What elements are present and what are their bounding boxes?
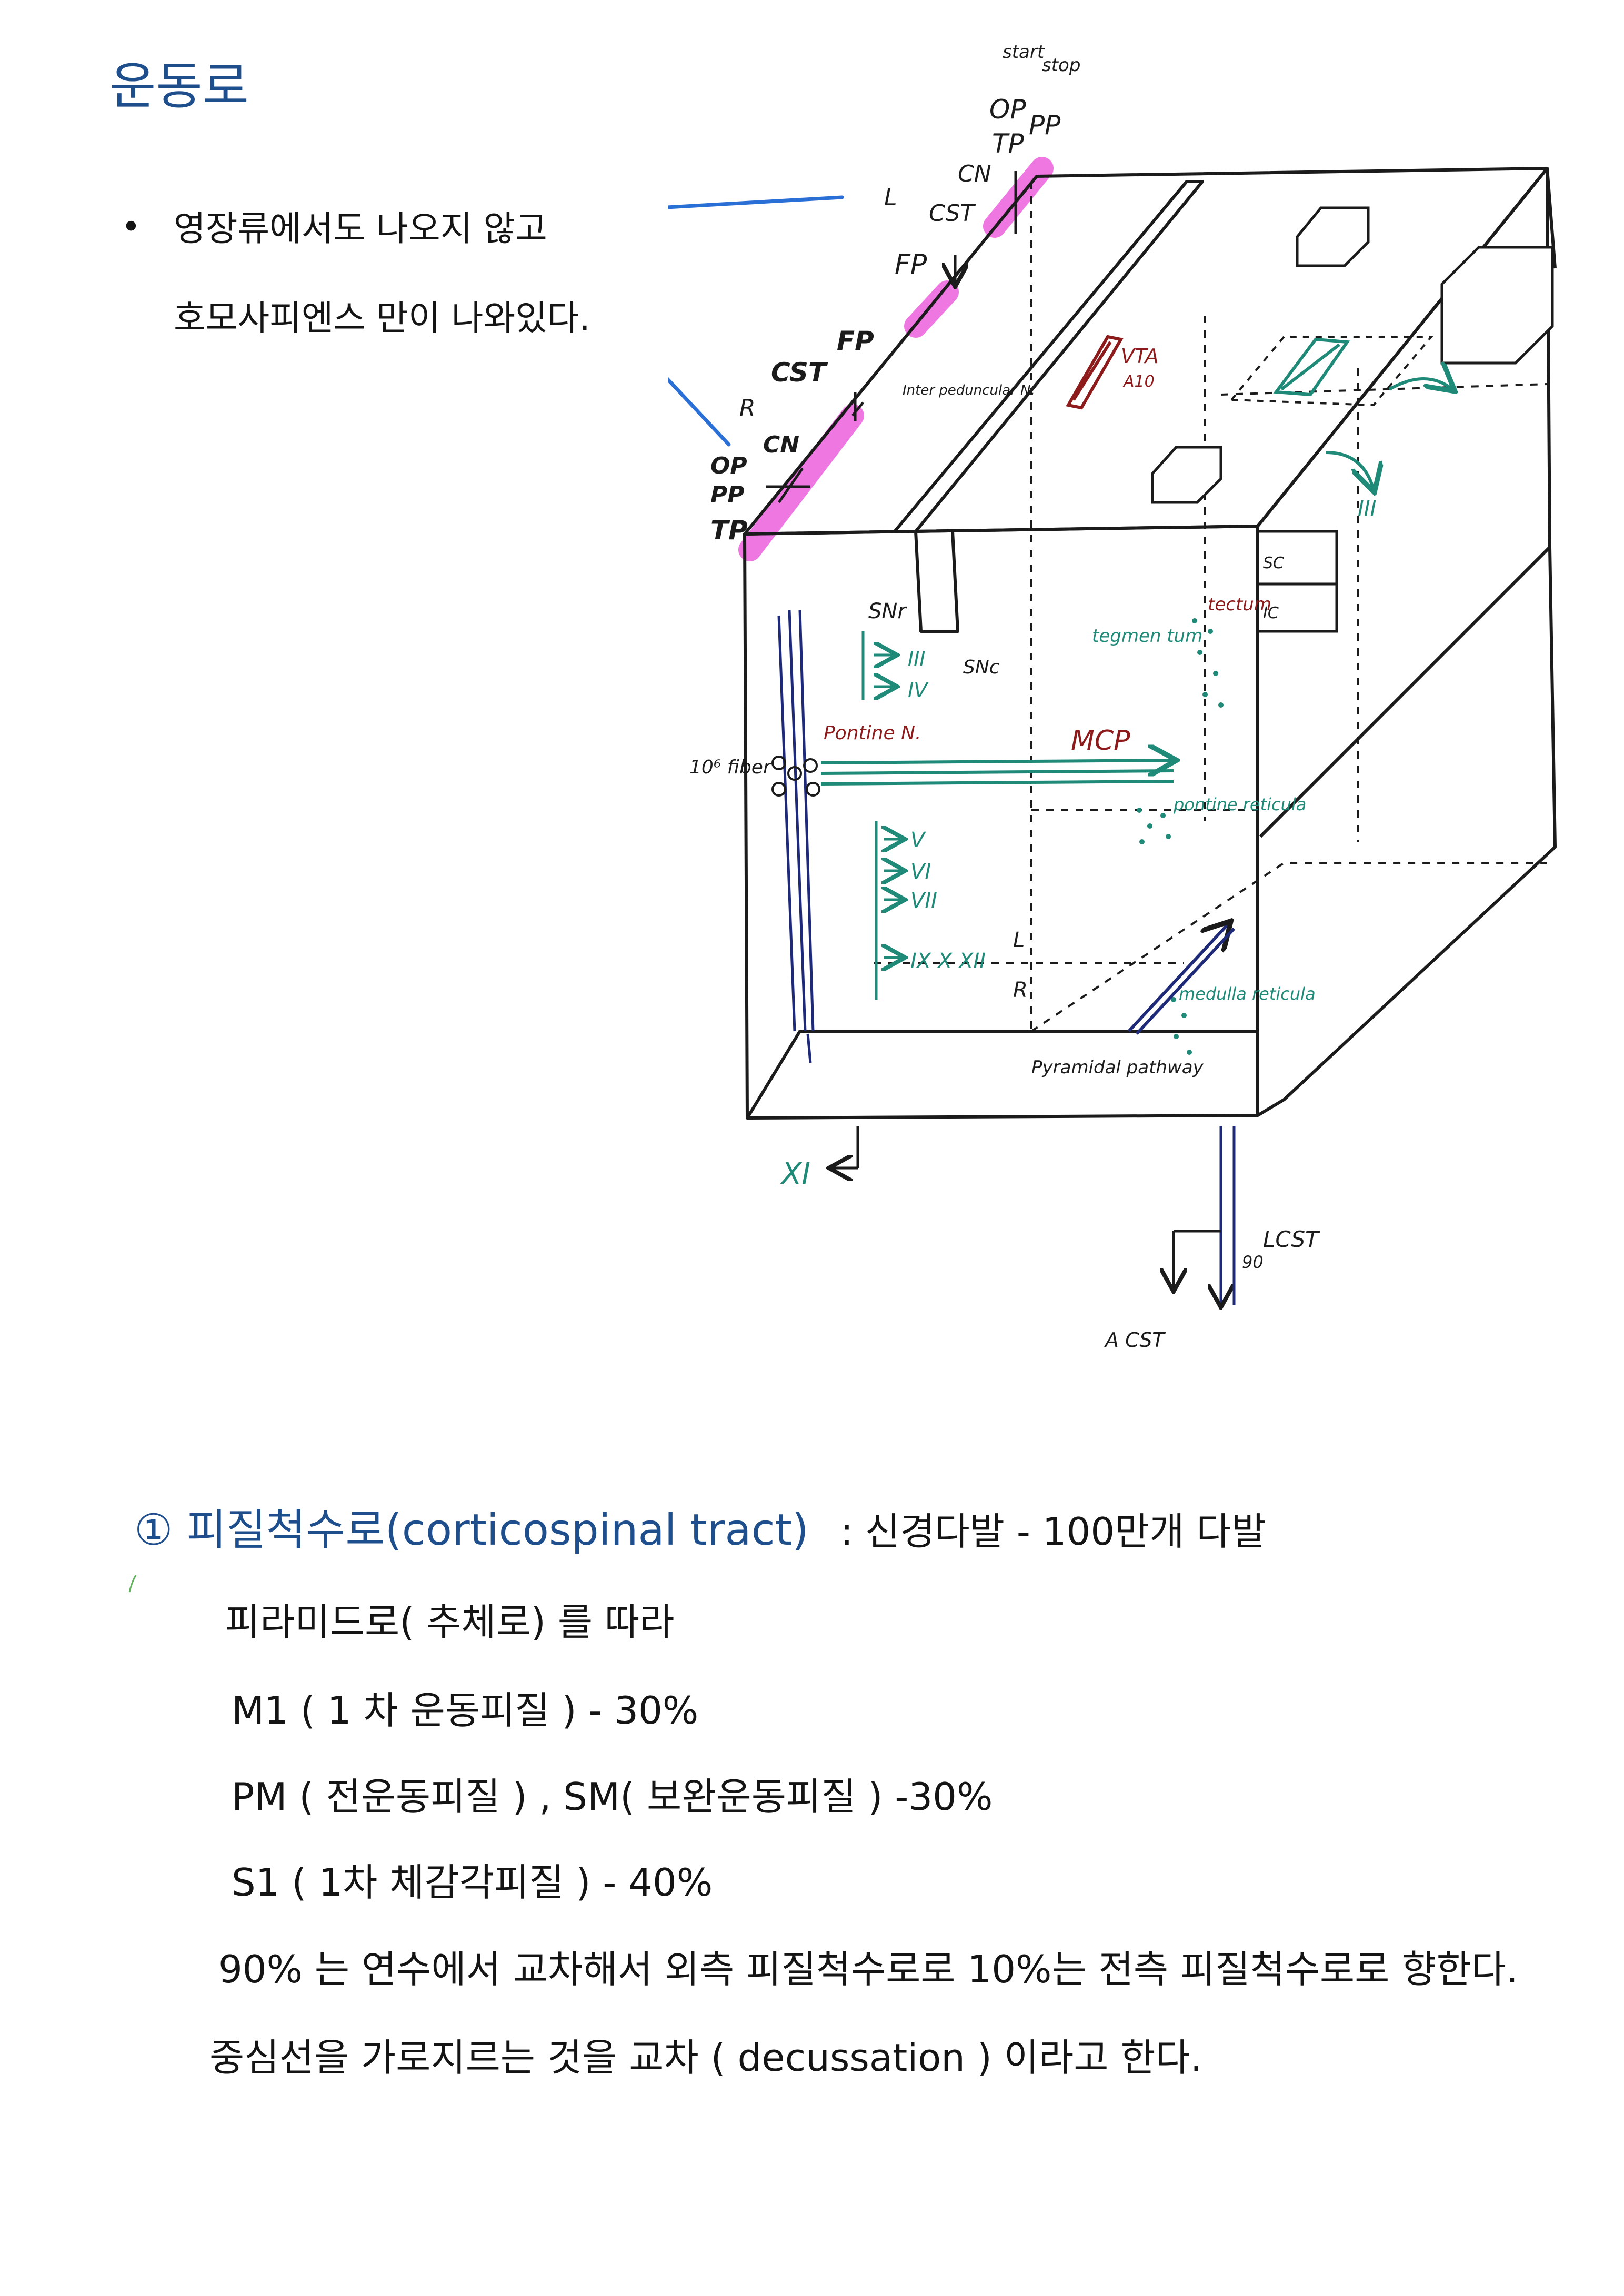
section-note: : 신경다발 - 100만개 다발: [840, 1509, 1267, 1554]
pontine-nucleus: [771, 756, 820, 797]
hidden-lines: [874, 182, 1548, 1032]
curved-arrow-iii: [1326, 451, 1374, 489]
label-sc: SC: [1263, 554, 1284, 572]
reticular-dots: [1137, 618, 1224, 1055]
body-line-1: 피라미드로( 추체로) 를 따라: [225, 1600, 675, 1644]
label-pp-top: PP: [1029, 110, 1061, 140]
label-stop: stop: [1042, 55, 1080, 76]
label-n-vi: VI: [910, 860, 931, 884]
cst-strokes: [766, 171, 1017, 503]
label-pp-left: PP: [710, 481, 745, 508]
label-op-left: OP: [710, 452, 747, 479]
dorsal-box: [1229, 336, 1434, 407]
label-n-ix: IX X XII: [910, 949, 986, 973]
label-fiber: 10⁶ fiber: [689, 757, 772, 778]
label-tp-left: TP: [710, 515, 748, 546]
label-tp-top: TP: [992, 128, 1025, 159]
vta-shape: [1066, 335, 1124, 410]
label-snr: SNr: [868, 599, 907, 623]
diagram-labels: start stop OP PP TP CN CST L FP R CST FP…: [689, 42, 1376, 1352]
mcp-arrow: [820, 760, 1174, 786]
label-op-top: OP: [989, 94, 1026, 125]
label-vta: VTA: [1121, 345, 1159, 368]
section-title: ① 피질척수로(corticospinal tract): [134, 1505, 809, 1555]
label-fp-top: FP: [895, 249, 927, 280]
label-acst: A CST: [1104, 1328, 1166, 1352]
label-l-mid: L: [1013, 928, 1025, 952]
label-cst-top: CST: [929, 200, 976, 227]
label-a10: A10: [1122, 372, 1155, 391]
label-mcp: MCP: [1071, 725, 1130, 757]
body-line-4: S1 ( 1차 체감각피질 ) - 40%: [232, 1860, 713, 1905]
label-n-v: V: [910, 828, 926, 852]
label-iii-out: III: [1358, 497, 1376, 521]
body-line-2: M1 ( 1 차 운동피질 ) - 30%: [232, 1688, 699, 1733]
label-pontine-n: Pontine N.: [824, 722, 921, 744]
page-title: 운동로: [109, 57, 249, 116]
brainstem-diagram: start stop OP PP TP CN CST L FP R CST FP…: [668, 42, 1557, 1352]
bullet-line-2: 호모사피엔스 만이 나와있다.: [174, 298, 590, 338]
label-tectum: tectum: [1208, 594, 1271, 615]
label-fp-left: FP: [837, 326, 874, 356]
fiber-bundle: [777, 610, 815, 1063]
label-ic: IC: [1263, 604, 1279, 622]
label-ninety: 90: [1242, 1252, 1264, 1272]
cranial-nerve-arrows: [861, 631, 903, 1000]
label-n-iv: IV: [908, 679, 929, 702]
label-n-iii: III: [908, 647, 926, 670]
label-r-mid: R: [1013, 978, 1028, 1002]
pen-tick-icon: [128, 1575, 137, 1593]
label-medulla-reticula: medulla reticula: [1179, 984, 1316, 1004]
curved-arrow-right: [1388, 379, 1452, 389]
label-tegmentum: tegmen tum: [1092, 626, 1202, 647]
pyramidal-arrow: [1127, 923, 1236, 1035]
label-l-top: L: [884, 184, 897, 211]
bullet-dot: •: [121, 208, 141, 247]
spinal-outputs: [831, 1126, 1236, 1305]
body-line-5: 90% 는 연수에서 교차해서 외측 피질척수로로 10%는 전측 피질척수로로…: [218, 1947, 1518, 1991]
label-pontine-reticula: pontine reticula: [1173, 794, 1306, 814]
label-start: start: [1003, 42, 1045, 63]
label-inter-peduncular: Inter peduncular N.: [903, 382, 1035, 398]
label-lcst: LCST: [1263, 1226, 1320, 1252]
label-xi: XI: [780, 1157, 810, 1191]
label-cn-left: CN: [763, 431, 799, 458]
label-cn-top: CN: [958, 160, 991, 187]
body-line-6: 중심선을 가로지르는 것을 교차 ( decussation ) 이라고 한다.: [209, 2036, 1202, 2080]
triangle-icon: [1273, 337, 1350, 397]
label-snc: SNc: [963, 657, 1000, 678]
blue-arrows: [668, 195, 844, 447]
label-r-left: R: [739, 395, 756, 421]
bullet-line-1: 영장류에서도 나오지 않고: [174, 208, 547, 249]
label-cst-left: CST: [771, 357, 828, 388]
label-n-vii: VII: [910, 889, 937, 913]
section-heading: ① 피질척수로(corticospinal tract) : 신경다발 - 100…: [134, 1505, 1266, 1556]
label-pyramidal: Pyramidal pathway: [1031, 1057, 1204, 1078]
colliculi-boxes: [1151, 206, 1554, 633]
body-line-3: PM ( 전운동피질 ) , SM( 보완운동피질 ) -30%: [232, 1775, 993, 1819]
